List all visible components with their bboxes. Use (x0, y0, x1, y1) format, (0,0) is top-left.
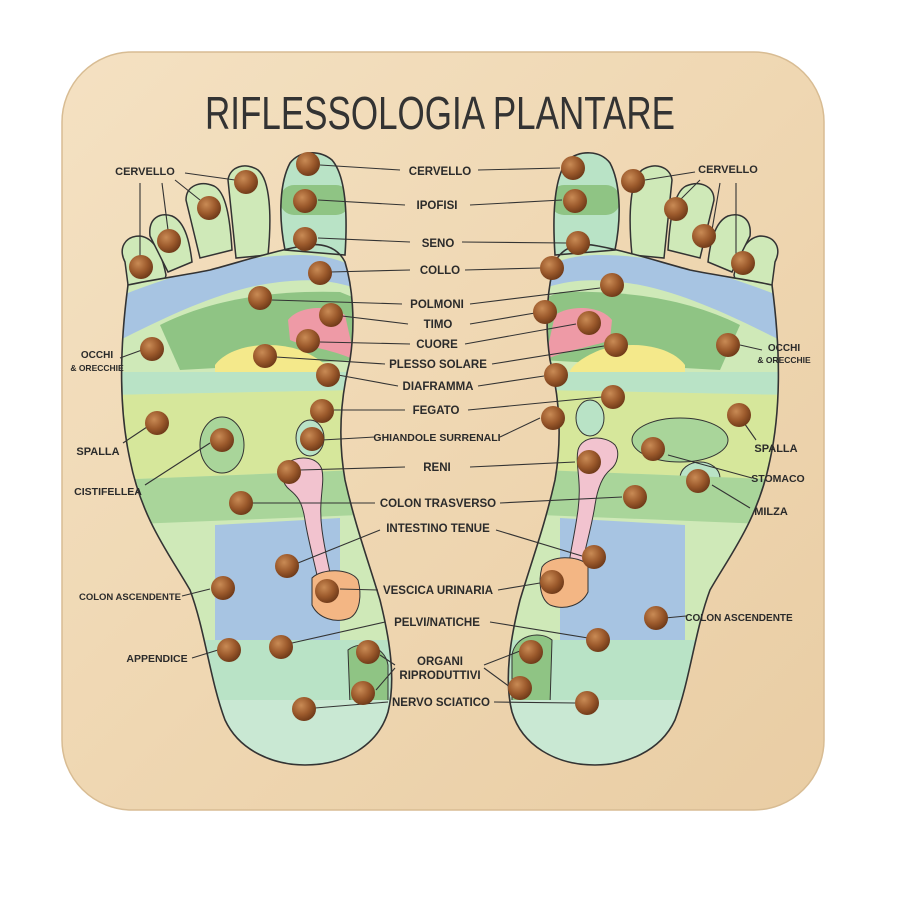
left-side-labels: CERVELLO OCCHI & ORECCHIE SPALLA CISTIFE… (70, 166, 187, 665)
right-label-occhi: OCCHI (768, 343, 800, 354)
label-organi: ORGANI (417, 656, 463, 668)
right-label-orecchie: & ORECCHIE (757, 355, 811, 365)
left-label-cervello: CERVELLO (115, 166, 175, 178)
label-nervo-sciatico: NERVO SCIATICO (392, 697, 490, 709)
left-label-cistifellea: CISTIFELLEA (74, 486, 142, 498)
right-side-labels: CERVELLO OCCHI & ORECCHIE SPALLA STOMACO… (685, 164, 811, 624)
right-label-milza: MILZA (754, 506, 788, 518)
label-colon-trasverso: COLON TRASVERSO (380, 498, 496, 510)
label-fegato: FEGATO (413, 405, 460, 417)
right-label-spalla: SPALLA (754, 443, 797, 455)
label-ghiandole-surrenali: GHIANDOLE SURRENALI (373, 432, 500, 444)
left-label-appendice: APPENDICE (126, 653, 187, 665)
right-label-colon-ascendente: COLON ASCENDENTE (685, 613, 793, 624)
label-reni: RENI (423, 462, 450, 474)
label-riproduttivi: RIPRODUTTIVI (399, 670, 480, 682)
left-label-orecchie: & ORECCHIE (70, 363, 124, 373)
label-pelvi-natiche: PELVI/NATICHE (394, 617, 480, 629)
label-diaframma: DIAFRAMMA (403, 381, 474, 393)
label-cuore: CUORE (416, 339, 458, 351)
label-ipofisi: IPOFISI (417, 200, 458, 212)
left-label-spalla: SPALLA (76, 446, 119, 458)
center-labels: CERVELLO IPOFISI SENO COLLO POLMONI TIMO… (373, 166, 500, 709)
wooden-pegs (129, 152, 755, 721)
label-collo: COLLO (420, 265, 460, 277)
label-polmoni: POLMONI (410, 299, 464, 311)
label-vescica-urinaria: VESCICA URINARIA (383, 585, 493, 597)
left-label-occhi: OCCHI (81, 350, 113, 361)
label-intestino-tenue: INTESTINO TENUE (386, 523, 490, 535)
board-title: RIFLESSOLOGIA PLANTARE (205, 87, 675, 139)
right-label-stomaco: STOMACO (751, 473, 804, 485)
label-timo: TIMO (424, 319, 453, 331)
label-seno: SENO (422, 238, 455, 250)
right-label-cervello: CERVELLO (698, 164, 758, 176)
label-plesso-solare: PLESSO SOLARE (389, 359, 487, 371)
label-cervello: CERVELLO (409, 166, 471, 178)
left-label-colon-ascendente: COLON ASCENDENTE (79, 592, 181, 603)
